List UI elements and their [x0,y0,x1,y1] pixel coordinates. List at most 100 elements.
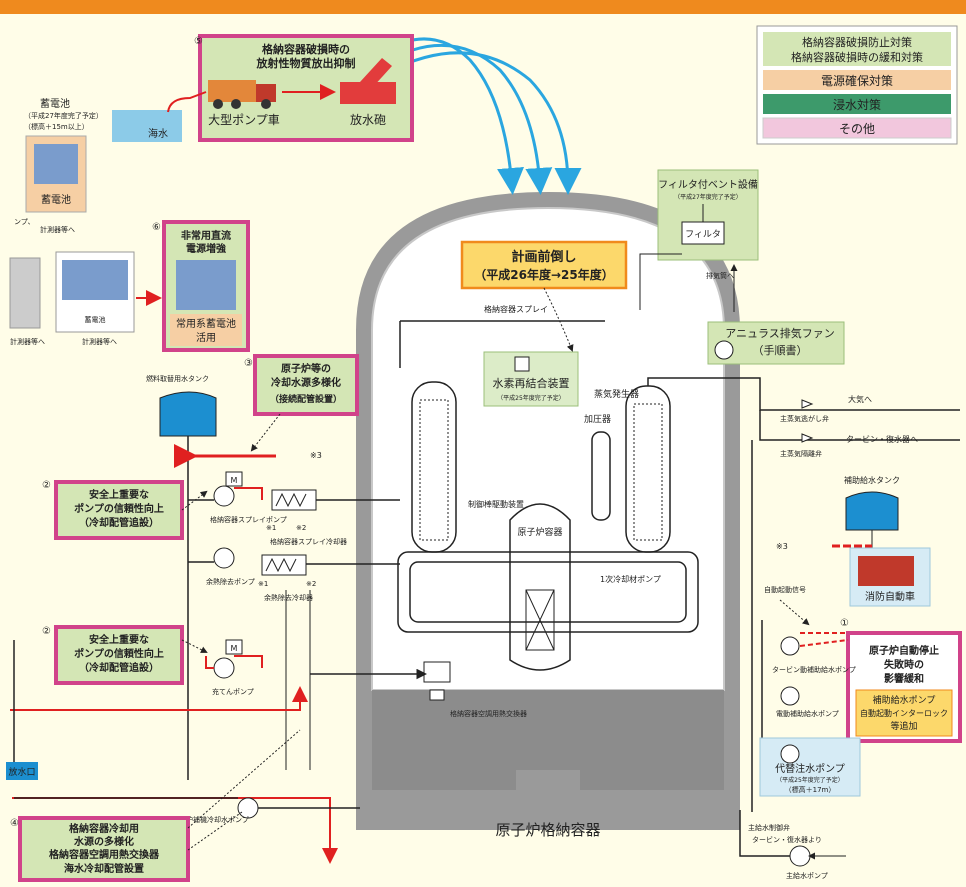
main-fw-pump-label: 主給水ポンプ [786,871,828,880]
box-3-num: ③ [244,358,253,369]
filter-vent-note: （平成27年度完了予定） [674,193,742,201]
sg-label: 蒸気発生器 [594,388,639,400]
battery-label: 蓄電池 [41,193,71,206]
filter-label: フィルタ [685,229,721,240]
box-3-line-2: 冷却水源多様化 [271,376,341,389]
battery-note-2: （標高＋15m以上） [24,122,89,131]
refuel-tank: 燃料取替用水タンク ※3 [146,374,322,780]
box-1-sub-3: 等追加 [890,720,917,732]
steam-generator-left [412,382,456,552]
aux-fw-tank: 補助給水タンク ※3 [776,475,900,551]
alt-pump-label: 代替注水ポンプ [775,762,845,775]
box-1-line-2: 失敗時の [884,658,924,671]
battery-title: 蓄電池 [40,97,70,110]
top-banner [0,0,966,14]
legend: 格納容器破損防止対策 格納容器破損時の緩和対策 電源確保対策 浸水対策 その他 [757,26,957,144]
box-2b-line-3: （冷却配管追設） [79,661,159,674]
legend-4: その他 [839,122,875,136]
box-6-bottom-2: 活用 [196,332,216,344]
box-6-line-1: 非常用直流 [181,229,231,242]
box-1-sub-2: 自動起動インターロック [860,708,948,718]
box-4-num: ④ [10,818,19,829]
annulus-fan-label: アニュラス排気ファン [725,326,835,340]
motor-2: M [231,644,238,653]
box-1-line-3: 影響緩和 [884,672,924,685]
to-atm-label: 大気へ [848,394,872,404]
pressurizer-label: 加圧器 [584,414,611,425]
box-5: ⑤ 格納容器破損時の 放射性物質放出抑制 大型ポンプ車 放水砲 [194,36,412,140]
alt-pump-note-2: （標高＋17m） [785,785,836,794]
h2-recombiner-label: 水素再結合装置 [493,376,570,390]
mark-3-left: ※3 [310,451,322,460]
box-2b-line-1: 安全上重要な [89,633,149,646]
from-turbine-label: タービン・復水器より [752,835,822,844]
main-feedwater: 主給水制御弁 タービン・復水器より 主給水ポンプ [740,810,846,880]
alt-pump-note-1: （平成25年度完了予定） [776,776,844,784]
alt-pump: 代替注水ポンプ （平成25年度完了予定） （標高＋17m） [760,738,860,796]
cv-spray-pump-label: 格納容器スプレイポンプ [210,515,287,524]
legend-1-line-1: 格納容器破損防止対策 [802,35,912,49]
ac-hx-label: 格納容器空調用熱交換器 [450,709,527,718]
turbine-afw-label: タービン動補助給水ポンプ [772,665,856,674]
legend-2: 電源確保対策 [821,73,893,88]
box-2a: ② 安全上重要な ポンプの信頼性向上 （冷却配管追設） [42,480,182,538]
mark-3-right: ※3 [776,542,788,551]
charging-pump: M 充てんポンプ [206,640,262,696]
mark-2a: ※2 [296,524,306,532]
pump-truck-label: 大型ポンプ車 [208,113,280,127]
h2-recombiner-note: （平成25年度完了予定） [497,394,565,402]
sea-water: 海水 [112,92,206,142]
refuel-tank-label: 燃料取替用水タンク [146,374,209,383]
diagram-svg: 原子炉格納容器 格納容器スプレイ 蒸気発生器 加圧器 [0,14,966,887]
rhr-cooler-label: 余熱除去冷却器 [264,593,313,602]
mark-2b: ※2 [306,580,316,588]
box-2b: ② 安全上重要な ポンプの信頼性向上 （冷却配管追設） [42,626,206,683]
box-6-num: ⑥ [152,222,161,233]
sea-water-label: 海水 [148,127,168,140]
mark-1b: ※1 [258,580,268,588]
box-5-line-1: 格納容器破損時の [262,42,350,56]
containment-label: 原子炉格納容器 [495,821,600,839]
auto-start-label: 自動起動信号 [764,585,806,594]
box-2b-num: ② [42,626,51,637]
instruments-label: 計測器等へ [40,225,75,234]
fire-truck-label: 消防自動車 [865,590,915,603]
plan-line-1: 計画前倒し [511,249,576,265]
outlet-label: 放水口 [8,766,35,778]
box-3: ③ 原子炉等の 冷却水源多様化 （接続配管設置） [244,356,357,450]
battery-area: 蓄電池 （平成27年度完了予定） （標高＋15m以上） 蓄電池 計測器等へ ンプ… [14,97,103,234]
box-1-line-1: 原子炉自動停止 [869,644,939,657]
box-4-line-4: 海水冷却配管設置 [64,862,144,875]
box-5-num: ⑤ [194,36,203,47]
motor-1: M [231,476,238,485]
box-1-sub-1: 補助給水ポンプ [873,694,936,706]
box-6-line-2: 電源増強 [186,242,226,255]
steam-labels: 大気へ 主蒸気逃がし弁 タービン・復水器へ 主蒸気隔離弁 [780,394,918,458]
box-2a-line-2: ポンプの信頼性向上 [74,502,164,515]
relief-valve-label: 主蒸気逃がし弁 [780,414,829,423]
box-2a-num: ② [42,480,51,491]
battery-2-label: 蓄電池 [85,315,106,324]
exhaust-label: 排気筒へ [706,271,734,280]
box-2a-line-1: 安全上重要な [89,488,149,501]
box-2a-line-3: （冷却配管追設） [79,516,159,529]
annulus-fan-note: （手順書） [753,343,808,357]
instruments-2-label: 計測器等へ [82,337,117,346]
box-1-num: ① [840,618,849,629]
battery-area-2: 蓄電池 計測器等へ 計測器等へ [10,252,158,346]
rpv-label: 原子炉容器 [517,526,562,538]
motor-afw-label: 電動補助給水ポンプ [776,709,839,718]
to-turbine-label: タービン・復水器へ [846,434,918,444]
box-1: ① 原子炉自動停止 失敗時の 影響緩和 補助給水ポンプ 自動起動インターロック … [840,618,960,741]
mark-1a: ※1 [266,524,276,532]
legend-1-line-2: 格納容器破損時の緩和対策 [791,50,923,64]
filter-vent-label: フィルタ付ベント設備 [658,178,758,191]
aux-fw-tank-label: 補助給水タンク [844,475,900,485]
crdm-label: 制御棒駆動装置 [468,499,524,509]
primary-pump-label: 1次冷却材ポンプ [600,574,661,584]
box-5-line-2: 放射性物質放出抑制 [256,56,356,70]
cannon-label: 放水砲 [350,112,386,127]
plan-line-2: （平成26年度→25年度） [474,267,613,282]
isolation-valve-label: 主蒸気隔離弁 [780,449,822,458]
